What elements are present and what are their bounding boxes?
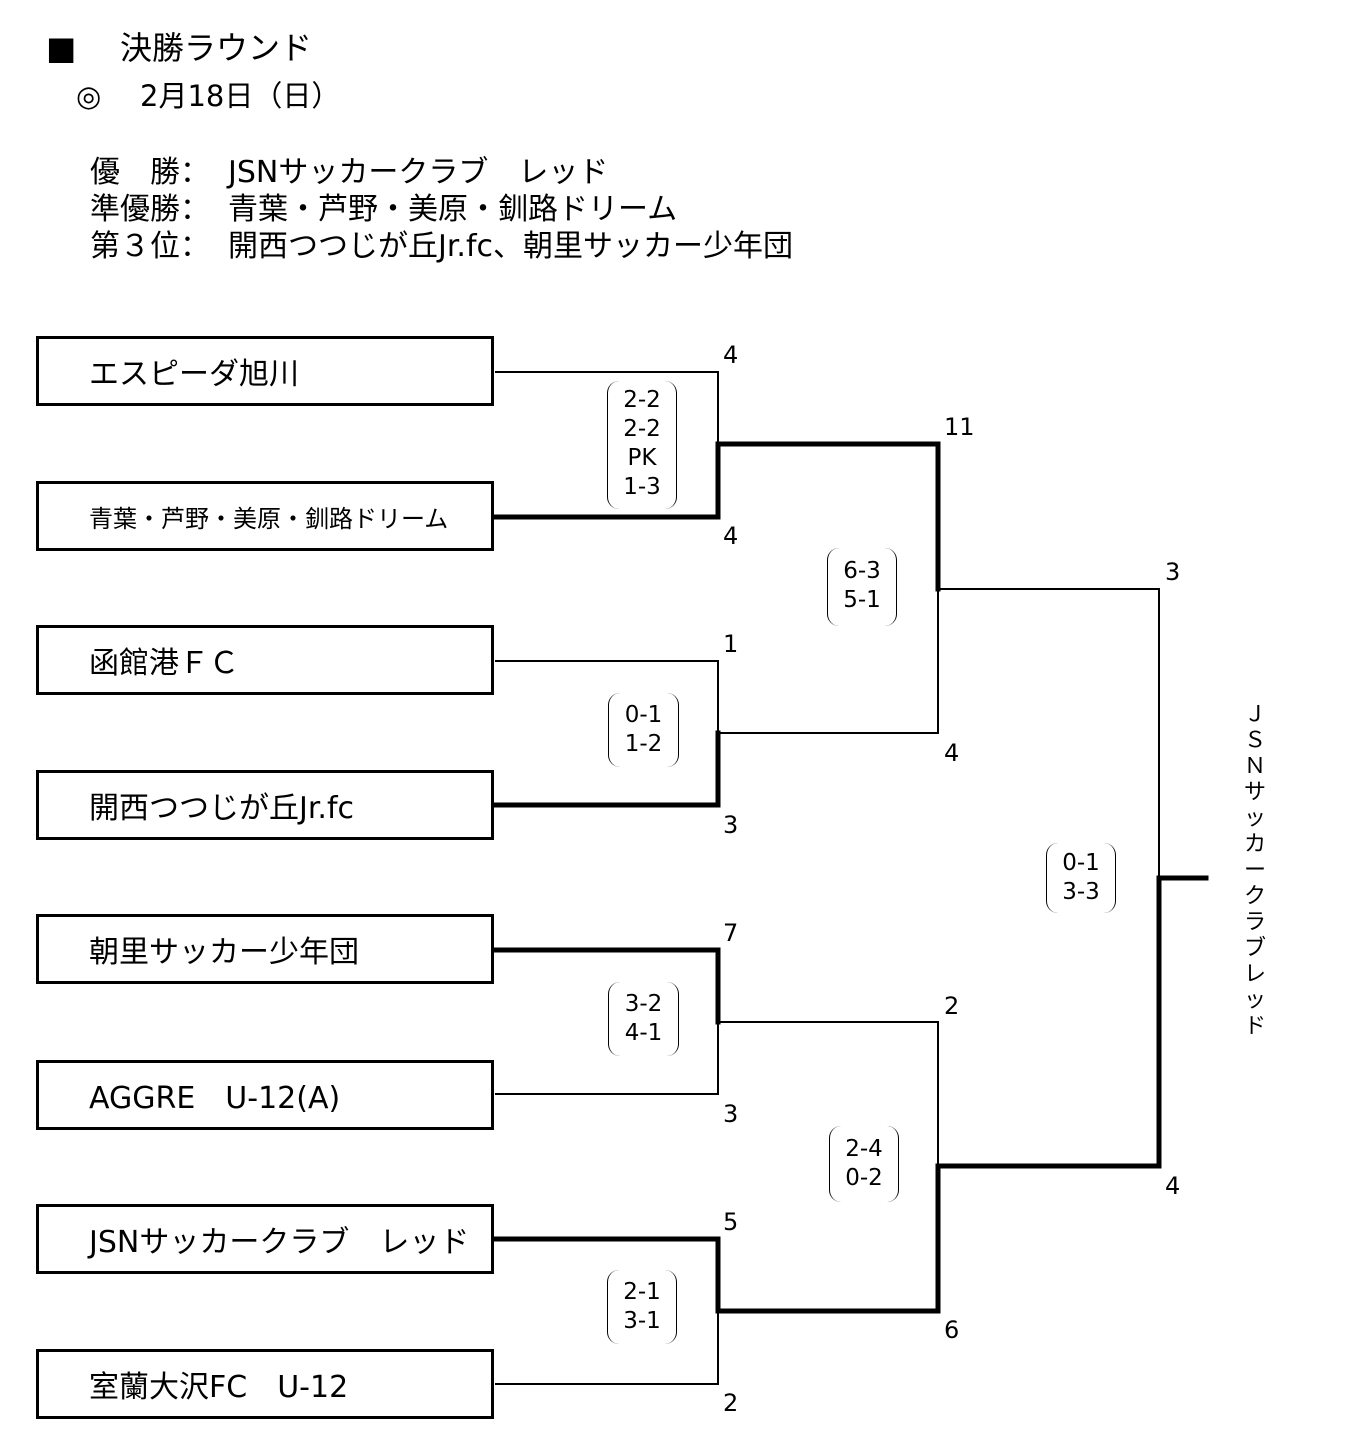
r1m1-top-score: 4 (723, 341, 739, 369)
sf2-half-1: 2-4 (845, 1136, 883, 1162)
runner-up-value: 青葉・芦野・美原・釧路ドリーム (228, 192, 678, 227)
r1m1-halves: 2-2 2-2 PK 1-3 (607, 381, 677, 509)
r1m2-top-score: 1 (723, 630, 739, 658)
final-bottom-score: 4 (1165, 1172, 1181, 1200)
r1m2-top-line (495, 660, 719, 734)
r1m4-halves: 2-1 3-1 (607, 1270, 677, 1344)
r1m3-top-line (493, 947, 721, 1025)
event-date: 2月18日（日） (140, 79, 341, 113)
final-top-line (937, 588, 1160, 879)
r1m1-pk-score: 1-3 (623, 474, 661, 500)
sf1-top-score: 11 (944, 413, 975, 441)
team-box-6: AGGRE U-12(A) (36, 1060, 494, 1130)
champion-name: ＪＳＮサッカークラブ レッド (1243, 702, 1289, 1039)
champion-value: JSNサッカークラブ レッド (228, 155, 609, 190)
runner-up-label: 準優勝： (90, 192, 210, 227)
sf1-top-line (715, 441, 941, 592)
team-box-5: 朝里サッカー少年団 (36, 914, 494, 984)
r1m1-pk-label: PK (627, 445, 657, 471)
r1m3-top-score: 7 (723, 919, 739, 947)
sf2-top-score: 2 (944, 992, 960, 1020)
team-box-7: JSNサッカークラブ レッド (36, 1204, 494, 1274)
page-title: 決勝ラウンド (120, 29, 313, 67)
sf1-halves: 6-3 5-1 (827, 548, 897, 626)
team-box-1: エスピーダ旭川 (36, 336, 494, 406)
team-box-4: 開西つつじが丘Jr.fc (36, 770, 494, 840)
team-box-3: 函館港ＦＣ (36, 625, 494, 695)
sf1-half-2: 5-1 (843, 587, 881, 613)
r1m3-bottom-score: 3 (723, 1100, 739, 1128)
third-place-label: 第３位： (90, 229, 210, 264)
sf2-halves: 2-4 0-2 (829, 1126, 899, 1202)
r1m4-bottom-line (495, 1310, 719, 1385)
third-place-value: 開西つつじが丘Jr.fc、朝里サッカー少年団 (228, 229, 794, 264)
final-halves: 0-1 3-3 (1046, 843, 1116, 913)
sf1-bottom-line (717, 588, 939, 734)
team-box-8: 室蘭大沢FC U-12 (36, 1349, 494, 1419)
r1m2-bottom-line (493, 730, 721, 808)
final-half-1: 0-1 (1062, 850, 1100, 876)
final-half-2: 3-3 (1062, 879, 1100, 905)
r1m2-half-1: 0-1 (624, 702, 663, 728)
r1m1-bottom-score: 4 (723, 522, 739, 550)
r1m1-bottom-line (493, 441, 721, 520)
r1m2-halves: 0-1 1-2 (608, 693, 679, 767)
r1m4-half-1: 2-1 (623, 1279, 661, 1305)
final-bottom-line (935, 875, 1162, 1169)
r1m3-half-1: 3-2 (624, 991, 663, 1017)
r1m3-bottom-line (495, 1021, 719, 1095)
r1m4-top-line (493, 1236, 721, 1314)
r1m3-halves: 3-2 4-1 (608, 982, 679, 1056)
sf1-half-1: 6-3 (843, 558, 881, 584)
sf1-bottom-score: 4 (944, 739, 960, 767)
r1m4-bottom-score: 2 (723, 1389, 739, 1417)
final-top-score: 3 (1165, 558, 1181, 586)
sf2-top-line (717, 1021, 939, 1167)
r1m2-bottom-score: 3 (723, 811, 739, 839)
date-mark: ◎ (76, 79, 102, 113)
champion-label: 優 勝： (90, 155, 210, 190)
r1m3-half-2: 4-1 (624, 1020, 663, 1046)
r1m2-half-2: 1-2 (624, 731, 663, 757)
r1m4-half-2: 3-1 (623, 1308, 661, 1334)
sf2-bottom-line (715, 1163, 941, 1314)
sf2-half-2: 0-2 (845, 1165, 883, 1191)
title-mark: ■ (46, 29, 77, 67)
r1m1-top-line (495, 371, 719, 445)
r1m1-half-2: 2-2 (623, 416, 661, 442)
r1m4-top-score: 5 (723, 1208, 739, 1236)
sf2-bottom-score: 6 (944, 1316, 960, 1344)
team-box-2: 青葉・芦野・美原・釧路ドリーム (36, 481, 494, 551)
r1m1-half-1: 2-2 (623, 387, 661, 413)
